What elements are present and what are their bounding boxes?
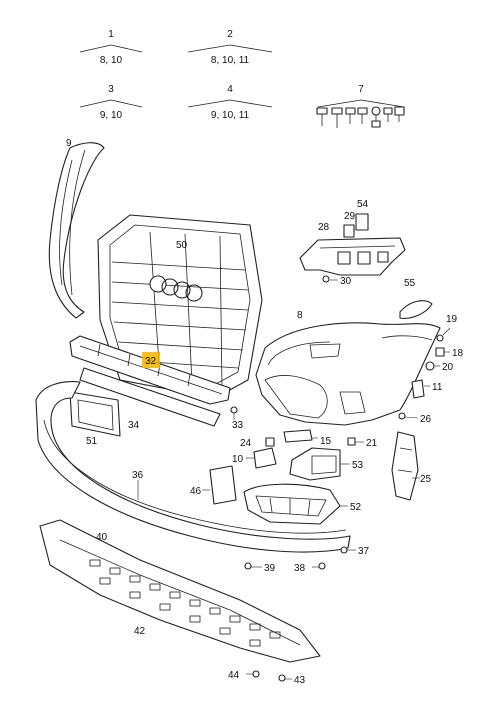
callout-46: 46 [190, 486, 202, 497]
guard-grid-pattern [89, 559, 281, 647]
group-2-parts: 8, 10, 11 [211, 55, 250, 66]
part-25-side-bracket [391, 431, 420, 501]
part-11-bracket [411, 379, 430, 399]
callout-18: 18 [452, 348, 464, 359]
callout-8: 8 [297, 310, 303, 321]
group-7-bracket [317, 99, 405, 108]
part-39-screw [244, 562, 262, 570]
group-4-bracket [187, 99, 273, 108]
callout-15: 15 [320, 436, 332, 447]
part-54-sensor [355, 213, 369, 231]
part-24-clip [265, 437, 275, 447]
part-18-clip [435, 347, 450, 357]
callout-30: 30 [340, 276, 352, 287]
part-38-screw [312, 562, 326, 570]
part-26-screw [398, 412, 419, 420]
callout-34: 34 [128, 420, 140, 431]
part-28-mounting-bracket [299, 237, 406, 276]
group-7-number: 7 [358, 84, 364, 95]
group-2-bracket [187, 44, 273, 53]
part-19-screw [436, 327, 451, 342]
group-label-3: 3 9, 10 [79, 84, 143, 121]
part-33-bolt [230, 406, 238, 420]
callout-50: 50 [176, 240, 188, 251]
callout-53: 53 [352, 460, 364, 471]
part-40-lower-spoiler [35, 381, 351, 553]
callout-32: 32 [145, 356, 157, 367]
callout-54: 54 [357, 199, 369, 210]
part-9-trim-strip [48, 142, 105, 319]
group-label-7: 7 [316, 84, 405, 128]
callout-10: 10 [232, 454, 244, 465]
callout-36: 36 [132, 470, 144, 481]
callout-37: 37 [358, 546, 370, 557]
part-29-clip [343, 224, 355, 238]
part-8-bumper-cover [255, 322, 441, 426]
group-1-bracket [79, 44, 143, 53]
callout-55: 55 [404, 278, 416, 289]
group-1-parts: 8, 10 [100, 55, 123, 66]
callout-40: 40 [96, 532, 108, 543]
part-21-clip [347, 437, 364, 446]
callout-28: 28 [318, 222, 330, 233]
callout-39: 39 [264, 563, 276, 574]
group-2-number: 2 [227, 29, 233, 40]
callout-51: 51 [86, 436, 98, 447]
callout-38: 38 [294, 563, 306, 574]
callout-26: 26 [420, 414, 432, 425]
callout-21: 21 [366, 438, 378, 449]
part-10-cap [246, 447, 277, 469]
callout-9: 9 [66, 138, 72, 149]
part-55-cover [399, 300, 433, 319]
part-32-lower-grille [69, 335, 231, 405]
part-37-screw [340, 546, 356, 554]
part-52-fog-light-grille [243, 483, 348, 525]
callout-29: 29 [344, 211, 356, 222]
group-3-number: 3 [108, 84, 114, 95]
part-44-screw [246, 670, 260, 678]
part-51-license-plate-bracket [69, 391, 121, 437]
callout-44: 44 [228, 670, 240, 681]
group-1-number: 1 [108, 29, 114, 40]
part-34-grille-frame [79, 367, 221, 427]
part-50-radiator-grille [97, 214, 263, 399]
callout-19: 19 [446, 314, 458, 325]
callout-33: 33 [232, 420, 244, 431]
callout-20: 20 [442, 362, 454, 373]
part-46-bracket [202, 465, 237, 505]
callout-24: 24 [240, 438, 252, 449]
group-label-4: 4 9, 10, 11 [187, 84, 273, 121]
callout-42: 42 [134, 626, 146, 637]
callout-25: 25 [420, 474, 432, 485]
group-label-2: 2 8, 10, 11 [187, 29, 273, 66]
group-3-bracket [79, 99, 143, 108]
part-43-screw [278, 674, 292, 682]
callout-11: 11 [432, 382, 443, 393]
part-20-nut [425, 361, 440, 371]
part-30-screw [322, 275, 338, 283]
group-4-number: 4 [227, 84, 233, 95]
callout-52: 52 [350, 502, 362, 513]
fastener-set-icon [316, 106, 405, 128]
group-label-1: 1 8, 10 [79, 29, 143, 66]
audi-rings-logo [149, 275, 203, 302]
part-42-underbody-guard [39, 519, 321, 663]
callout-43: 43 [294, 675, 306, 686]
part-53-fog-light-cover [289, 447, 350, 481]
group-4-parts: 9, 10, 11 [211, 110, 250, 121]
part-15-cover [283, 429, 318, 443]
group-3-parts: 9, 10 [100, 110, 123, 121]
part-32-highlight [142, 352, 160, 368]
